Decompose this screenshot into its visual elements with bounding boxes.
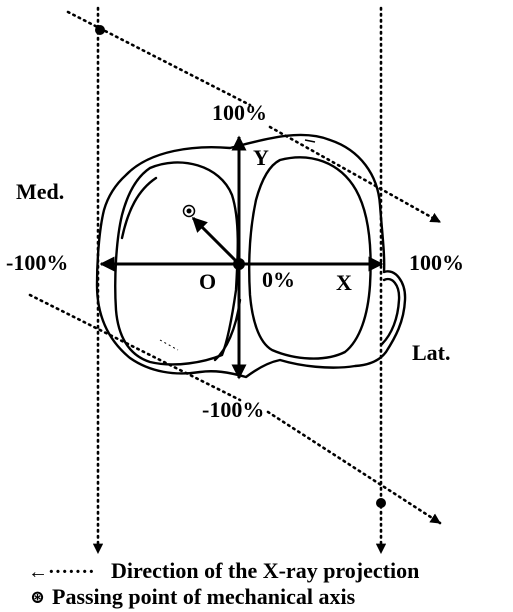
x-left-label: -100%	[6, 250, 68, 275]
origin-label: O	[199, 269, 216, 294]
inner-notch-mark	[213, 298, 242, 362]
zero-label: 0%	[262, 267, 295, 292]
legend: ←······· Direction of the X-ray projecti…	[28, 558, 419, 609]
y-top-label: 100%	[212, 100, 267, 125]
lower-intersection-point	[376, 498, 386, 508]
fibula-notch	[380, 277, 401, 346]
mechanical-axis-vector	[191, 216, 241, 266]
upper-diagonal-line-right	[268, 125, 442, 224]
lateral-compartment	[248, 156, 372, 360]
axis-point-marker-glyph: ⊛	[30, 587, 45, 607]
contour-tick	[304, 139, 316, 143]
lower-diagonal-line	[28, 293, 242, 402]
tibial-plateau-outline	[95, 133, 407, 379]
contour-faint-mark	[159, 339, 179, 351]
upper-diagonal-line	[66, 10, 252, 107]
x-axis-label: X	[336, 270, 352, 295]
medial-rim-mark	[120, 176, 158, 240]
mechanical-axis-marker	[182, 204, 196, 218]
projection-arrow-glyph: ←·······	[28, 561, 95, 583]
upper-intersection-point	[95, 25, 105, 35]
y-bottom-label: -100%	[202, 397, 264, 422]
projection-lines	[28, 6, 442, 555]
y-axis-label: Y	[253, 145, 269, 170]
lower-diagonal-line-right	[266, 410, 442, 525]
projection-legend-text: Direction of the X-ray projection	[111, 558, 419, 583]
outer-contour	[95, 133, 407, 379]
lateral-label: Lat.	[412, 340, 451, 365]
axes	[99, 135, 384, 380]
x-right-label: 100%	[409, 250, 464, 275]
axis-point-legend-text: Passing point of mechanical axis	[52, 584, 356, 609]
medial-label: Med.	[16, 179, 64, 204]
